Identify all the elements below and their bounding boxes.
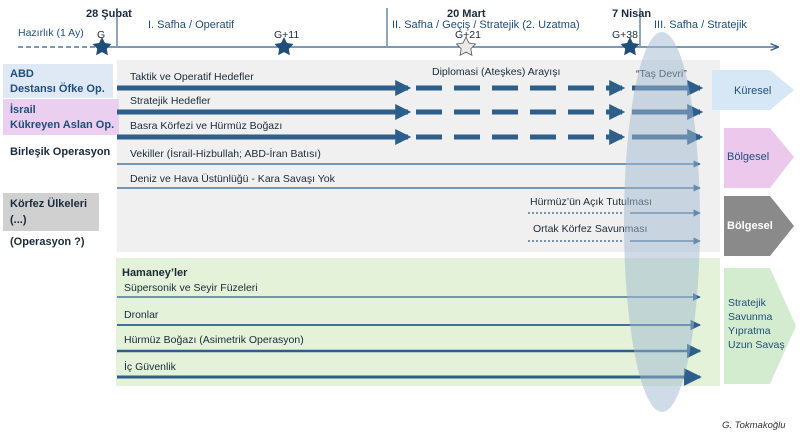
star-g-icon — [92, 37, 112, 56]
line-hurmuz-asim: Hürmüz Boğazı (Asimetrik Operasyon) — [117, 334, 702, 359]
ortak-label: Ortak Körfez Savunması — [533, 223, 647, 235]
guvenlik-label: İç Güvenlik — [124, 360, 177, 373]
phase-2-label: II. Safha / Geçiş / Stratejik (2. Uzatma… — [392, 19, 580, 31]
star-g11-icon — [274, 37, 294, 56]
date-20-mart: 20 Mart — [447, 8, 486, 20]
kuresel-arrow — [712, 70, 794, 110]
diplomacy-label: Diplomasi (Ateşkes) Arayışı — [432, 66, 560, 78]
iran-label: Hamaney’ler — [122, 267, 188, 279]
prep-label: Hazırlık (1 Ay) — [18, 27, 84, 39]
bolgesel-label-2: Bölgesel — [727, 220, 773, 232]
bolgesel-label-1: Bölgesel — [727, 151, 769, 163]
milestone-g38: G+38 — [612, 29, 638, 41]
star-g38-icon — [620, 37, 640, 56]
gulf-operation-label: (Operasyon ?) — [10, 236, 85, 248]
joint-operation-label: Birleşik Operasyon — [10, 146, 111, 158]
fuze-label: Süpersonik ve Seyir Füzeleri — [124, 282, 258, 294]
line-vekiller: Vekiller (İsrail-Hizbullah; ABD-İran Bat… — [117, 147, 701, 168]
iran-outcome-arrow — [724, 268, 796, 384]
transition-oval — [624, 32, 700, 412]
line-guvenlik: İç Güvenlik — [117, 360, 702, 386]
line-dron: Dronlar — [117, 309, 702, 331]
milestone-g11: G+11 — [274, 29, 299, 41]
dron-label: Dronlar — [124, 309, 159, 321]
phase-1-label: I. Safha / Operatif — [148, 19, 235, 31]
vekiller-label: Vekiller (İsrail-Hizbullah; ABD-İran Bat… — [130, 147, 321, 160]
date-28-subat: 28 Şubat — [86, 8, 132, 20]
hurmuz-acik-label: Hürmüz’ün Açık Tutulması — [530, 196, 652, 208]
basra-label: Basra Körfezi ve Hürmüz Boğazı — [130, 120, 282, 132]
star-g21-icon — [455, 36, 477, 57]
line-deniz: Deniz ve Hava Üstünlüğü - Kara Savaşı Yo… — [117, 173, 701, 192]
date-7-nisan: 7 Nisan — [612, 8, 651, 20]
gulf-box — [3, 193, 99, 231]
author-credit: G. Tokmakoğlu — [722, 420, 786, 431]
bolgesel-arrow-2 — [724, 196, 794, 256]
kuresel-label: Küresel — [734, 85, 771, 97]
deniz-label: Deniz ve Hava Üstünlüğü - Kara Savaşı Yo… — [130, 173, 336, 185]
bolgesel-arrow-1 — [724, 128, 794, 188]
phase-3-label: III. Safha / Stratejik — [654, 19, 747, 31]
taktik-label: Taktik ve Operatif Hedefler — [130, 71, 254, 83]
milestone-g: G — [97, 29, 105, 41]
milestone-g21: G+21 — [455, 29, 481, 41]
abd-box — [3, 64, 113, 98]
line-fuze: Süpersonik ve Seyir Füzeleri — [117, 282, 701, 301]
hurmuz-asim-label: Hürmüz Boğazı (Asimetrik Operasyon) — [124, 334, 304, 346]
stratejik-label: Stratejik Hedefler — [130, 95, 211, 107]
israel-box — [3, 99, 119, 135]
gulf-label: Körfez Ülkeleri(...) — [10, 197, 87, 226]
iran-panel — [116, 258, 720, 386]
